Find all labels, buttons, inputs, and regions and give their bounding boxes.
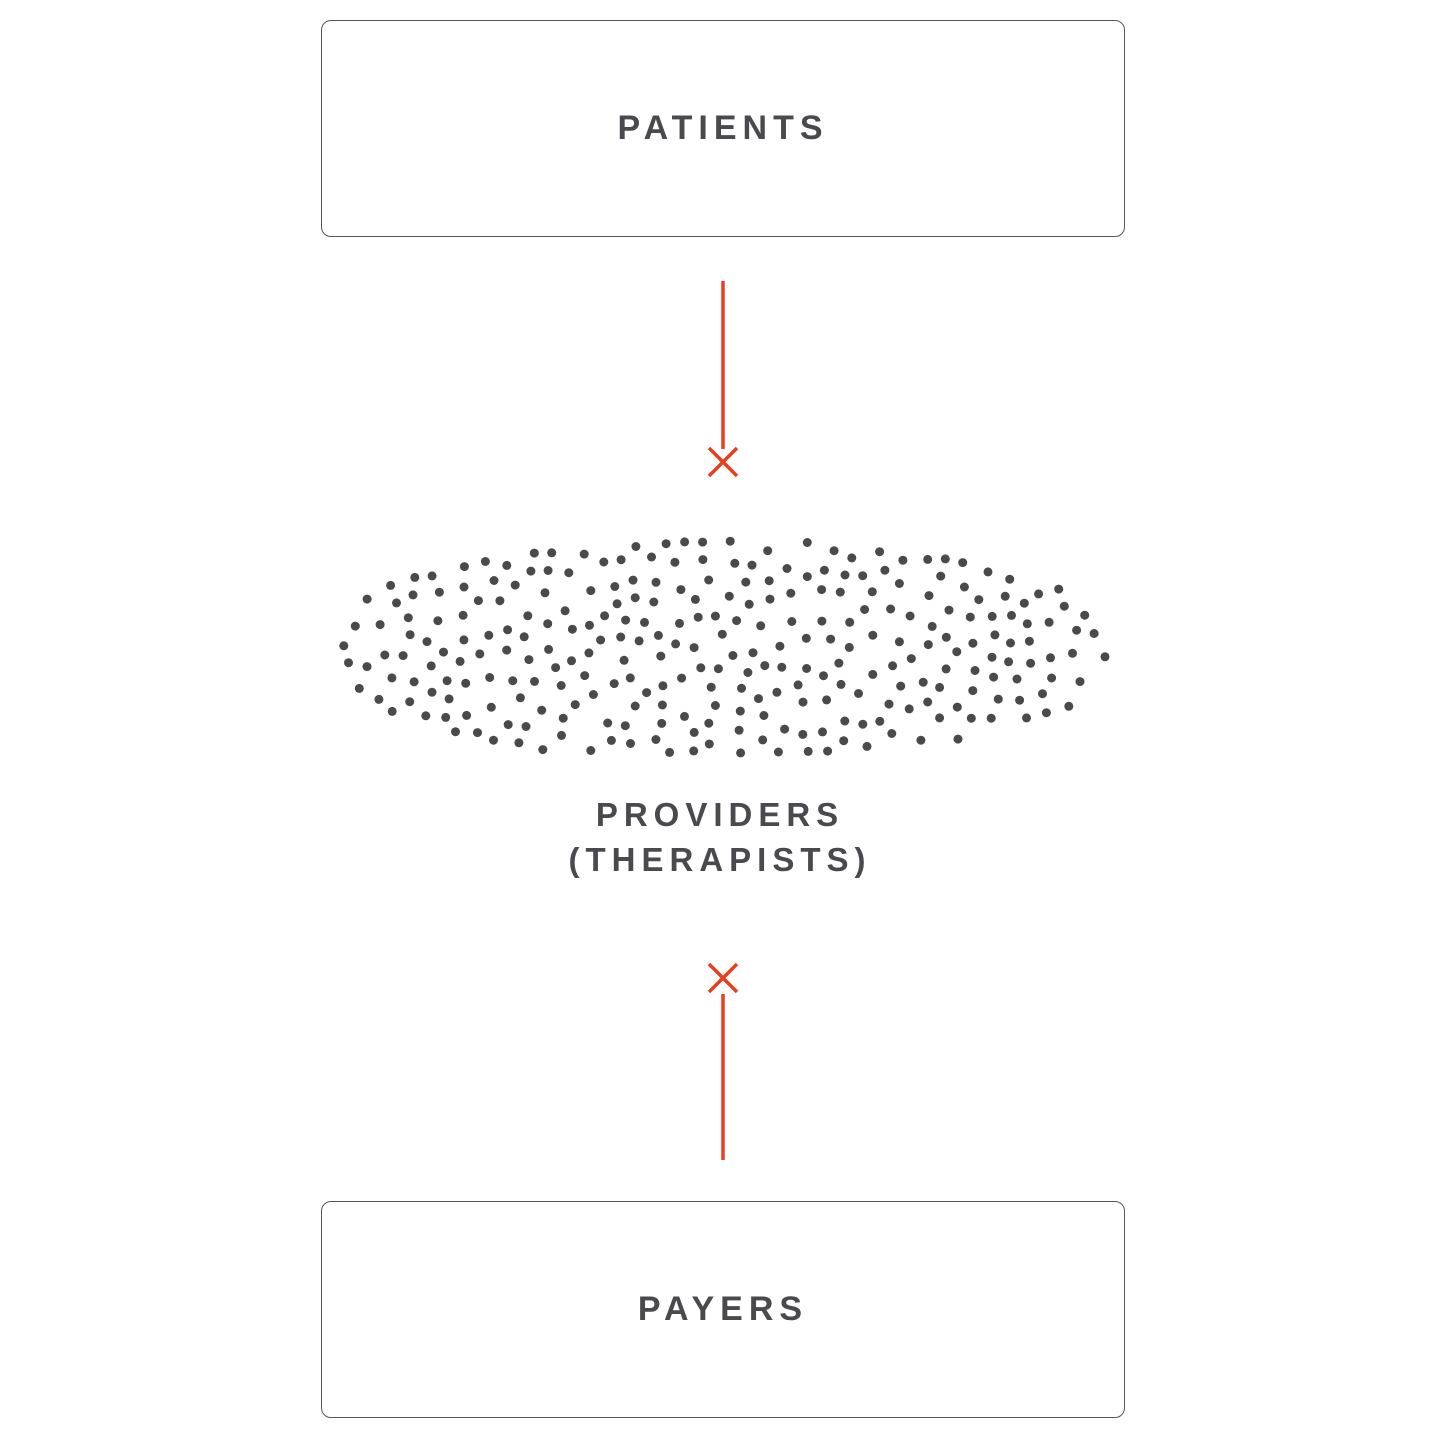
providers-label-line1: PROVIDERS	[595, 796, 845, 833]
payers-label: PAYERS	[637, 1290, 809, 1328]
blocked-arrow-payers-to-providers	[707, 962, 739, 1160]
blocked-cross-icon	[707, 962, 739, 994]
blocked-arrow-patients-to-providers	[707, 281, 739, 478]
payers-box: PAYERS	[321, 1201, 1125, 1418]
patients-label: PATIENTS	[617, 109, 829, 147]
blocked-cross-icon	[707, 446, 739, 478]
provider-dot-cloud	[339, 536, 1110, 758]
patients-box: PATIENTS	[321, 20, 1125, 237]
providers-label-block: PROVIDERS (THERAPISTS)	[0, 792, 1440, 882]
providers-label-line2: (THERAPISTS)	[568, 841, 872, 878]
